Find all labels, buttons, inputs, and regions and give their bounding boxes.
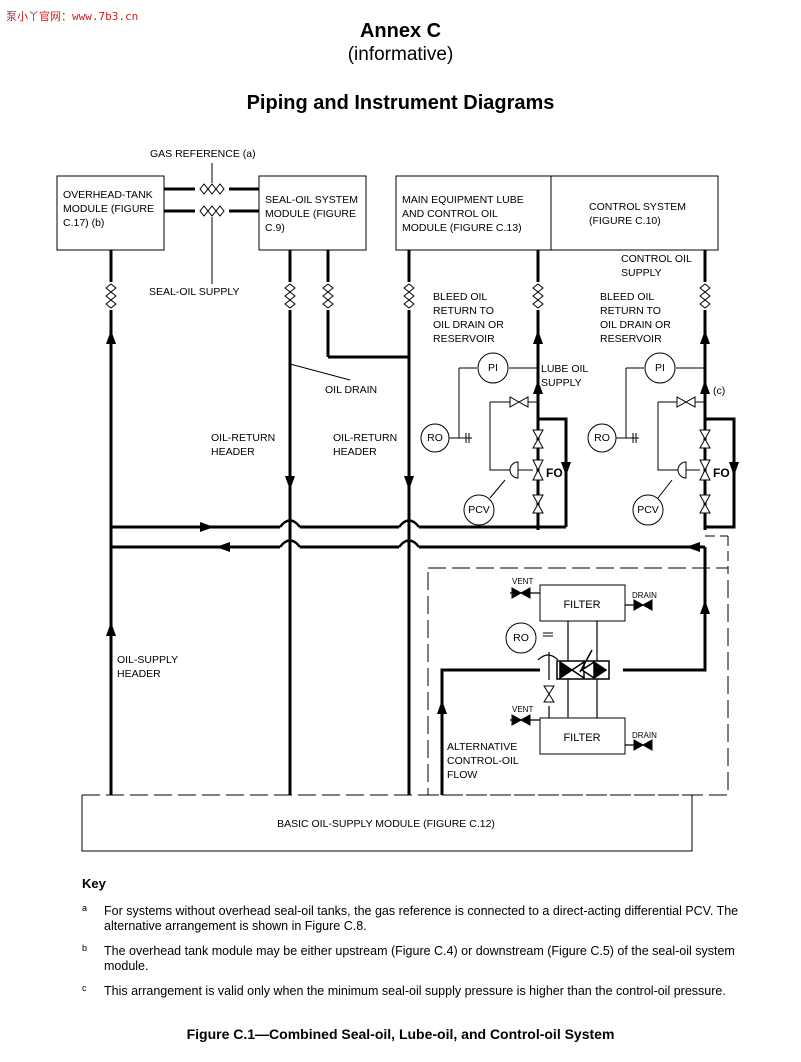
control-system-line2: (FIGURE C.10) bbox=[589, 215, 661, 227]
annex-subheading: (informative) bbox=[347, 44, 454, 65]
key-title: Key bbox=[82, 876, 106, 891]
filter-label-lower: FILTER bbox=[563, 732, 600, 744]
drain-label-upper: DRAIN bbox=[632, 591, 657, 600]
control-oil-supply-line2: SUPPLY bbox=[621, 267, 662, 279]
oil-return-header-right-2: HEADER bbox=[333, 446, 377, 458]
oil-supply-header-1: OIL-SUPPLY bbox=[117, 654, 178, 666]
alt-flow-line3: FLOW bbox=[447, 769, 477, 781]
key-note-c: c This arrangement is valid only when th… bbox=[82, 983, 782, 1016]
seal-oil-line2: MODULE (FIGURE bbox=[265, 208, 356, 220]
key-note-a: a For systems without overhead seal-oil … bbox=[82, 903, 782, 936]
fo-label-control: FO bbox=[713, 466, 730, 480]
bleed-oil-lube-3: OIL DRAIN OR bbox=[433, 319, 504, 331]
filter-label-upper: FILTER bbox=[563, 599, 600, 611]
oil-return-header-left-1: OIL-RETURN bbox=[211, 432, 275, 444]
control-oil-supply-line1: CONTROL OIL bbox=[621, 253, 692, 265]
oil-drain-label: OIL DRAIN bbox=[325, 384, 377, 396]
bleed-oil-lube-2: RETURN TO bbox=[433, 305, 494, 317]
filter-upper bbox=[539, 584, 626, 622]
control-system-line1: CONTROL SYSTEM bbox=[589, 201, 686, 213]
watermark: 泵小丫官网：www.7b3.cn bbox=[6, 10, 139, 23]
bleed-oil-control-3: OIL DRAIN OR bbox=[600, 319, 671, 331]
pi-label: PI bbox=[655, 362, 665, 374]
seal-oil-box bbox=[258, 175, 367, 251]
overhead-tank-line1: OVERHEAD-TANK bbox=[63, 189, 153, 201]
vent-label-upper: VENT bbox=[512, 577, 533, 586]
pcv-control bbox=[632, 494, 664, 526]
figure-caption: Figure C.1—Combined Seal-oil, Lube-oil, … bbox=[186, 1026, 615, 1042]
key-note-text: For systems without overhead seal-oil ta… bbox=[104, 904, 739, 933]
pcv-lube bbox=[463, 494, 495, 526]
ro-control bbox=[587, 423, 617, 453]
pi-gauge-control bbox=[644, 352, 676, 384]
alt-flow-line2: CONTROL-OIL bbox=[447, 755, 519, 767]
ro-lube bbox=[420, 423, 450, 453]
vent-label-lower: VENT bbox=[512, 705, 533, 714]
seal-oil-line3: C.9) bbox=[265, 222, 285, 234]
seal-oil-supply-label: SEAL-OIL SUPPLY bbox=[149, 286, 239, 298]
key-note-text: The overhead tank module may be either u… bbox=[104, 944, 735, 973]
ro-label: RO bbox=[427, 432, 443, 444]
bleed-oil-lube-4: RESERVOIR bbox=[433, 333, 495, 345]
alt-flow-line1: ALTERNATIVE bbox=[447, 741, 517, 753]
main-lube-line3: MODULE (FIGURE C.13) bbox=[402, 222, 522, 234]
key-note-text: This arrangement is valid only when the … bbox=[104, 984, 726, 998]
drain-label-lower: DRAIN bbox=[632, 731, 657, 740]
pi-gauge-lube bbox=[477, 352, 509, 384]
bleed-oil-control-4: RESERVOIR bbox=[600, 333, 662, 345]
bleed-oil-lube-1: BLEED OIL bbox=[433, 291, 487, 303]
oil-supply-header-2: HEADER bbox=[117, 668, 161, 680]
pid-diagram: PI PI RO RO RO PCV PCV OVERHEAD-TANK MOD… bbox=[56, 148, 739, 852]
lube-oil-supply-line1: LUBE OIL bbox=[541, 363, 588, 375]
bleed-oil-control-2: RETURN TO bbox=[600, 305, 661, 317]
main-lube-line2: AND CONTROL OIL bbox=[402, 208, 498, 220]
page-title: Piping and Instrument Diagrams bbox=[246, 92, 555, 114]
key-note-letter: a bbox=[82, 903, 88, 913]
pcv-label: PCV bbox=[468, 504, 490, 516]
oil-return-header-left-2: HEADER bbox=[211, 446, 255, 458]
overhead-tank-line2: MODULE (FIGURE bbox=[63, 203, 154, 215]
key-note-b: b The overhead tank module may be either… bbox=[82, 943, 782, 976]
key-note-letter: c bbox=[82, 983, 87, 993]
ro-label: RO bbox=[513, 632, 529, 644]
lube-oil-supply-line2: SUPPLY bbox=[541, 377, 582, 389]
ro-label: RO bbox=[594, 432, 610, 444]
lube-control-box bbox=[395, 175, 719, 251]
basic-supply-label: BASIC OIL-SUPPLY MODULE (FIGURE C.12) bbox=[277, 818, 495, 830]
note-c-label: (c) bbox=[713, 385, 725, 397]
pi-label: PI bbox=[488, 362, 498, 374]
seal-oil-line1: SEAL-OIL SYSTEM bbox=[265, 194, 358, 206]
pcv-label: PCV bbox=[637, 504, 659, 516]
filter-lower bbox=[539, 717, 626, 755]
ro-filter bbox=[505, 622, 537, 654]
key-note-letter: b bbox=[82, 943, 88, 953]
gas-reference-label: GAS REFERENCE (a) bbox=[150, 148, 256, 160]
fo-label-lube: FO bbox=[546, 466, 563, 480]
oil-return-header-right-1: OIL-RETURN bbox=[333, 432, 397, 444]
main-lube-line1: MAIN EQUIPMENT LUBE bbox=[402, 194, 524, 206]
overhead-tank-line3: C.17) (b) bbox=[63, 217, 104, 229]
annex-heading: Annex C bbox=[359, 20, 442, 42]
bleed-oil-control-1: BLEED OIL bbox=[600, 291, 654, 303]
